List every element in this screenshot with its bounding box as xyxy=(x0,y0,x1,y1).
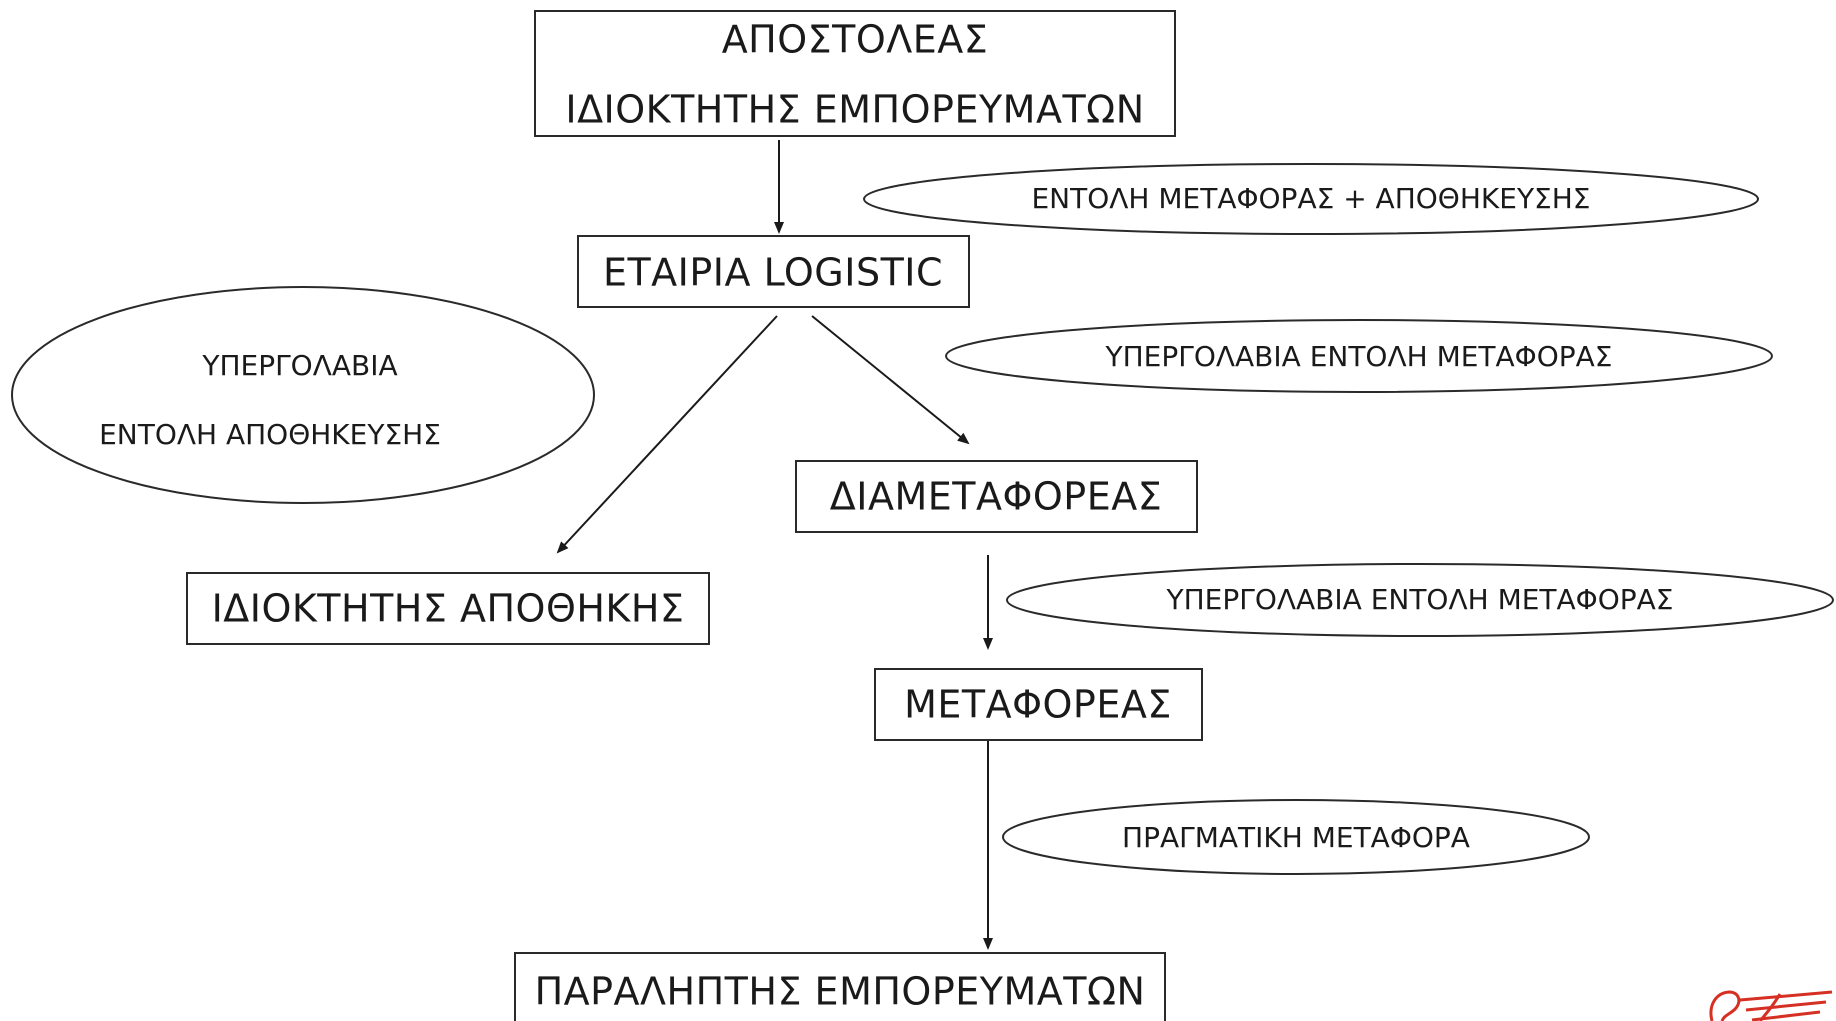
relation-transport-storage-order-label: ΕΝΤΟΛΗ ΜΕΤΑΦΟΡΑΣ + ΑΠΟΘΗΚΕΥΣΗΣ xyxy=(1031,182,1590,215)
arrow-logistics-to-warehouse xyxy=(556,315,778,554)
relation-storage-subcontract: ΥΠΕΡΓΟΛΑΒΙΑ ΕΝΤΟΛΗ ΑΠΟΘΗΚΕΥΣΗΣ xyxy=(11,286,595,504)
relation-storage-subcontract-line1: ΥΠΕΡΓΟΛΑΒΙΑ xyxy=(201,349,397,382)
node-receiver-label: ΠΑΡΑΛΗΠΤΗΣ ΕΜΠΟΡΕΥΜΑΤΩΝ xyxy=(535,970,1146,1014)
relation-transport-subcontract-2: ΥΠΕΡΓΟΛΑΒΙΑ ΕΝΤΟΛΗ ΜΕΤΑΦΟΡΑΣ xyxy=(1006,563,1834,637)
relation-transport-subcontract-1: ΥΠΕΡΓΟΛΑΒΙΑ ΕΝΤΟΛΗ ΜΕΤΑΦΟΡΑΣ xyxy=(945,319,1773,393)
relation-actual-transport-label: ΠΡΑΓΜΑΤΙΚΗ ΜΕΤΑΦΟΡΑ xyxy=(1122,821,1470,854)
relation-transport-subcontract-2-label: ΥΠΕΡΓΟΛΑΒΙΑ ΕΝΤΟΛΗ ΜΕΤΑΦΟΡΑΣ xyxy=(1165,583,1673,616)
node-warehouse-owner-label: ΙΔΙΟΚΤΗΤΗΣ ΑΠΟΘΗΚΗΣ xyxy=(212,587,685,631)
winged-lion-logo-icon xyxy=(1709,990,1833,1021)
node-sender-line1: ΑΠΟΣΤΟΛΕΑΣ xyxy=(722,18,989,62)
relation-actual-transport: ΠΡΑΓΜΑΤΙΚΗ ΜΕΤΑΦΟΡΑ xyxy=(1002,799,1590,875)
relation-transport-subcontract-1-label: ΥΠΕΡΓΟΛΑΒΙΑ ΕΝΤΟΛΗ ΜΕΤΑΦΟΡΑΣ xyxy=(1104,340,1612,373)
node-freight-forwarder: ΔΙΑΜΕΤΑΦΟΡΕΑΣ xyxy=(795,460,1198,533)
node-carrier: ΜΕΤΑΦΟΡΕΑΣ xyxy=(874,668,1203,741)
node-logistics-company-label: ΕΤΑΙΡΙΑ LOGISTIC xyxy=(603,251,943,295)
node-receiver: ΠΑΡΑΛΗΠΤΗΣ ΕΜΠΟΡΕΥΜΑΤΩΝ xyxy=(514,952,1166,1021)
arrow-logistics-to-forwarder xyxy=(811,315,970,445)
node-freight-forwarder-label: ΔΙΑΜΕΤΑΦΟΡΕΑΣ xyxy=(830,475,1162,519)
relation-transport-storage-order: ΕΝΤΟΛΗ ΜΕΤΑΦΟΡΑΣ + ΑΠΟΘΗΚΕΥΣΗΣ xyxy=(863,163,1759,235)
node-logistics-company: ΕΤΑΙΡΙΑ LOGISTIC xyxy=(577,235,970,308)
node-warehouse-owner: ΙΔΙΟΚΤΗΤΗΣ ΑΠΟΘΗΚΗΣ xyxy=(186,572,710,645)
node-carrier-label: ΜΕΤΑΦΟΡΕΑΣ xyxy=(904,683,1172,727)
node-sender-line2: ΙΔΙΟΚΤΗΤΗΣ ΕΜΠΟΡΕΥΜΑΤΩΝ xyxy=(565,88,1144,132)
node-sender: ΑΠΟΣΤΟΛΕΑΣ ΙΔΙΟΚΤΗΤΗΣ ΕΜΠΟΡΕΥΜΑΤΩΝ xyxy=(534,10,1176,137)
relation-storage-subcontract-line2: ΕΝΤΟΛΗ ΑΠΟΘΗΚΕΥΣΗΣ xyxy=(99,418,441,451)
